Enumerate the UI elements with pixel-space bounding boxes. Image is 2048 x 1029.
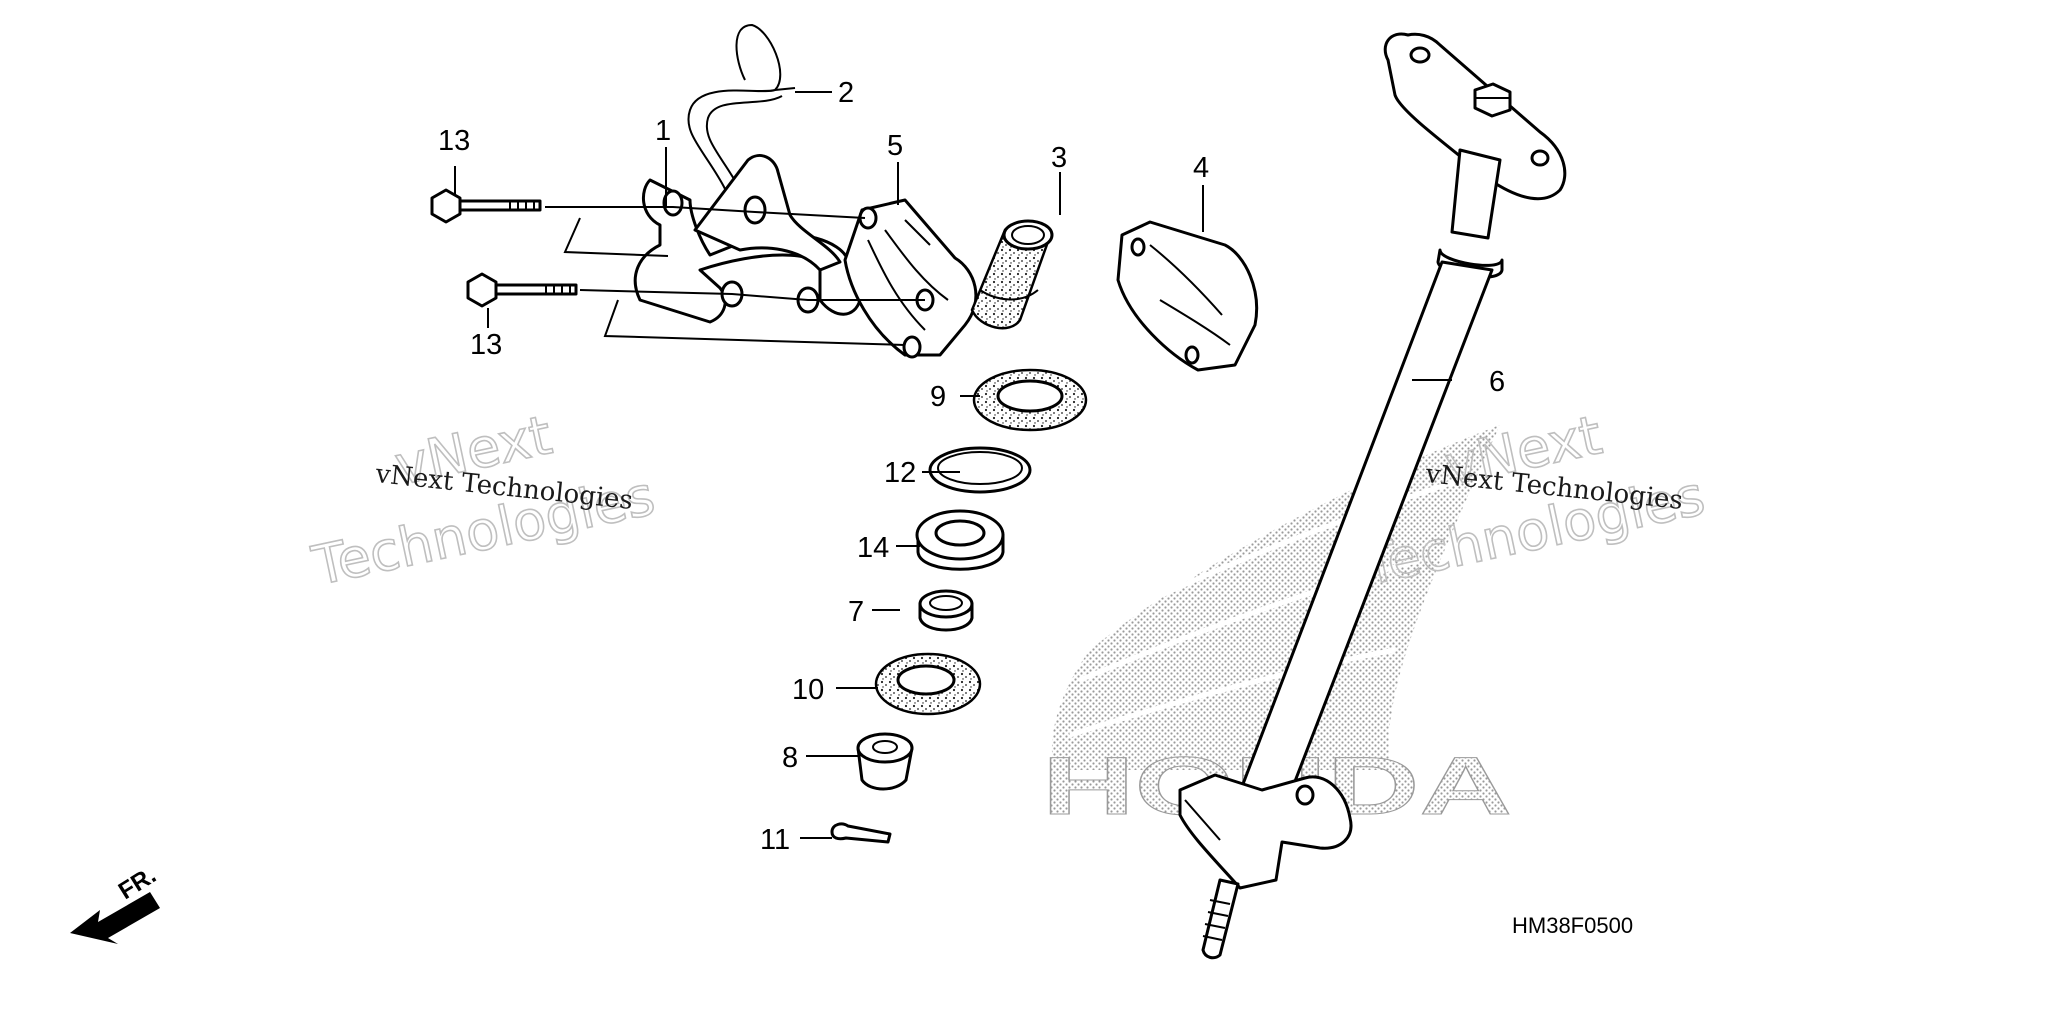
assembly-lines bbox=[545, 206, 925, 346]
part-1-handle-holder bbox=[633, 154, 862, 324]
part-8-nut bbox=[856, 732, 914, 791]
callout-10: 10 bbox=[792, 674, 824, 706]
part-9-seal bbox=[972, 368, 1088, 432]
part-3-bushing bbox=[970, 219, 1054, 330]
part-13-bolt-upper bbox=[430, 188, 542, 224]
callout-4: 4 bbox=[1193, 152, 1209, 184]
part-14-bearing bbox=[915, 509, 1005, 571]
part-7-collar bbox=[918, 589, 974, 632]
callout-7: 7 bbox=[848, 596, 864, 628]
callout-14: 14 bbox=[857, 532, 889, 564]
callout-13-upper: 13 bbox=[438, 125, 470, 157]
part-6-steering-shaft bbox=[1178, 32, 1567, 960]
part-10-seal bbox=[874, 652, 982, 716]
part-12-circlip bbox=[928, 446, 1032, 494]
callout-13-lower: 13 bbox=[470, 329, 502, 361]
watermark-left: vNext Technologies vNext Technologies bbox=[306, 402, 661, 598]
part-11-cotter-pin bbox=[830, 822, 892, 844]
callout-8: 8 bbox=[782, 742, 798, 774]
part-5-holder-cap bbox=[843, 198, 978, 359]
callout-1: 1 bbox=[655, 115, 671, 147]
callout-12: 12 bbox=[884, 457, 916, 489]
callouts: 1 2 3 4 5 6 7 8 9 10 11 12 13 13 14 bbox=[438, 77, 1505, 856]
front-direction-arrow: FR. bbox=[70, 862, 161, 944]
callout-6: 6 bbox=[1489, 366, 1505, 398]
callout-11: 11 bbox=[760, 824, 790, 856]
callout-3: 3 bbox=[1051, 142, 1067, 174]
leader-lines bbox=[454, 91, 1452, 839]
callout-9: 9 bbox=[930, 381, 946, 413]
drawing-code: HM38F0500 bbox=[1512, 913, 1633, 938]
callout-5: 5 bbox=[887, 130, 903, 162]
part-13-bolt-lower bbox=[466, 272, 578, 308]
callout-2: 2 bbox=[838, 77, 854, 109]
part-4-clamp bbox=[1116, 220, 1258, 372]
